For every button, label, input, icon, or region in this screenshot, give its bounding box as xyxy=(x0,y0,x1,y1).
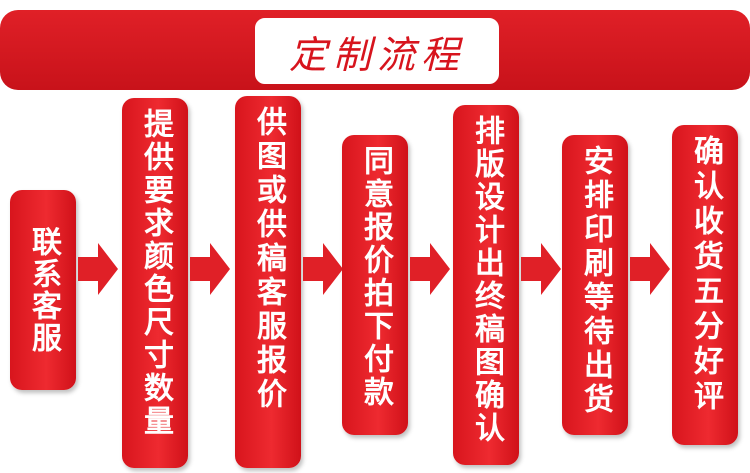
step-layout-confirm: 排版设计出终稿图确认 xyxy=(453,105,519,465)
step-confirm-review: 确认收货五分好评 xyxy=(672,125,738,445)
page-title: 定制流程 xyxy=(288,32,465,77)
step-label: 联系客服 xyxy=(26,226,61,354)
step-label: 安排印刷等待出货 xyxy=(578,145,613,417)
step-label: 提供要求颜色尺寸数量 xyxy=(138,108,173,438)
step-label: 排版设计出终稿图确认 xyxy=(469,115,504,445)
title-banner: 定制流程 xyxy=(0,10,750,90)
step-print-ship: 安排印刷等待出货 xyxy=(562,135,628,435)
step-contact-service: 联系客服 xyxy=(10,190,76,390)
arrow-right-icon xyxy=(410,243,450,295)
arrow-right-icon xyxy=(190,243,230,295)
step-label: 供图或供稿客服报价 xyxy=(251,106,286,412)
step-provide-requirements: 提供要求颜色尺寸数量 xyxy=(122,98,188,468)
title-box: 定制流程 xyxy=(255,18,499,84)
arrow-right-icon xyxy=(78,243,118,295)
arrow-right-icon xyxy=(303,243,343,295)
step-agree-pay: 同意报价拍下付款 xyxy=(342,135,408,435)
arrow-right-icon xyxy=(630,243,670,295)
step-provide-artwork-quote: 供图或供稿客服报价 xyxy=(235,96,301,468)
step-label: 确认收货五分好评 xyxy=(688,135,723,415)
step-label: 同意报价拍下付款 xyxy=(358,145,393,409)
arrow-right-icon xyxy=(521,243,561,295)
